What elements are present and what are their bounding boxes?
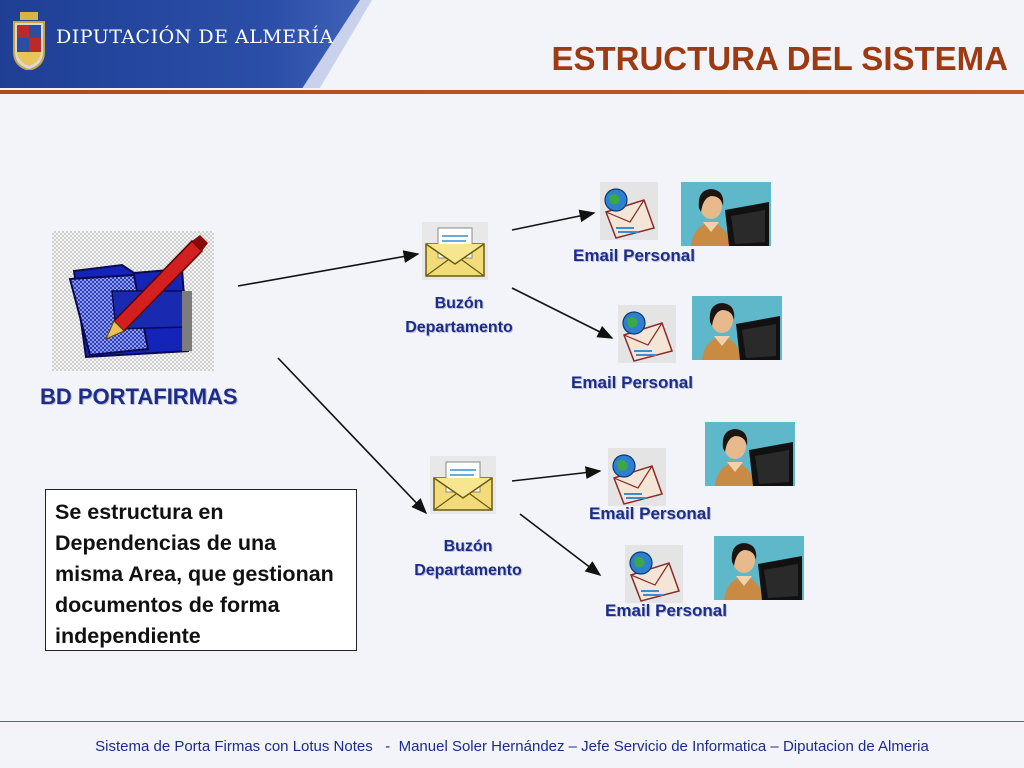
email-personal-label: Email Personal [589, 504, 711, 523]
person-at-computer-icon [705, 422, 795, 486]
arrow-dept1-to-email2 [511, 287, 614, 339]
mailbox-icon [430, 456, 496, 514]
database-label: BD PORTAFIRMAS [40, 384, 238, 409]
person-at-computer-icon [692, 296, 782, 360]
email-globe-icon [608, 448, 666, 506]
coat-of-arms-icon [13, 12, 45, 70]
person-at-computer-icon [681, 182, 771, 246]
department-mailbox-label: Buzón Departamento [405, 295, 513, 336]
portafirmas-database-icon [52, 231, 214, 371]
arrow-dept2-to-email3 [511, 466, 602, 482]
slide-title: ESTRUCTURA DEL SISTEMA [551, 40, 1008, 77]
email-personal-label: Email Personal [573, 246, 695, 265]
arrow-dept1-to-email1 [511, 209, 596, 231]
department-mailbox-label: Buzón Departamento [414, 538, 522, 579]
email-globe-icon [618, 305, 676, 363]
person-at-computer-icon [714, 536, 804, 600]
arrow-db-to-dept1 [237, 250, 420, 287]
footer-text: Sistema de Porta Firmas con Lotus Notes … [95, 738, 929, 755]
header-band [0, 0, 360, 88]
description-box: Se estructura en Dependencias de una mis… [45, 489, 357, 651]
email-personal-label: Email Personal [605, 601, 727, 620]
footer-divider [0, 721, 1024, 722]
email-globe-icon [600, 182, 658, 240]
mailbox-icon [422, 222, 488, 280]
arrow-db-to-dept2 [277, 357, 428, 515]
title-divider [0, 90, 1024, 94]
email-globe-icon [625, 545, 683, 603]
arrow-dept2-to-email4 [519, 513, 602, 576]
email-personal-label: Email Personal [571, 373, 693, 392]
organization-name: DIPUTACIÓN DE ALMERÍA [56, 26, 334, 48]
